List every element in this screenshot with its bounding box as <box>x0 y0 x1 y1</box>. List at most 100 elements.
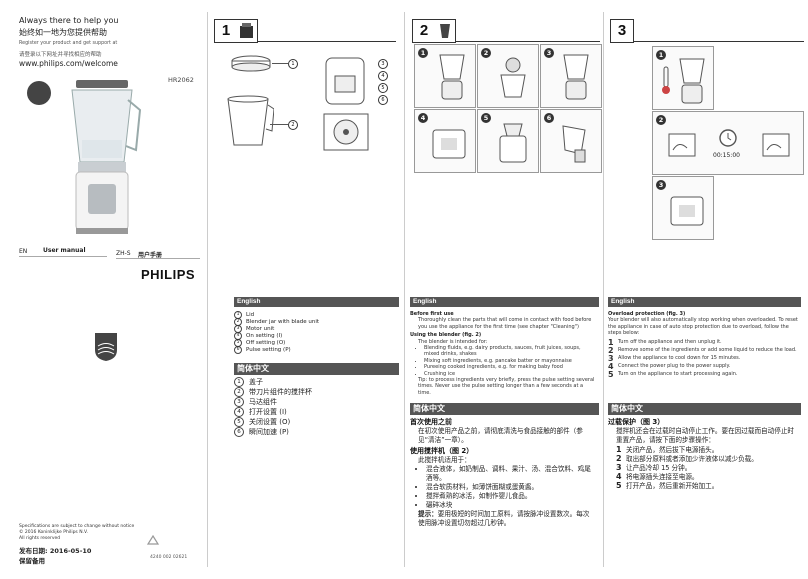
callout-6: 6 <box>378 95 388 105</box>
step-illustration <box>563 54 589 100</box>
callout-5: 5 <box>378 83 388 93</box>
step-number: 6 <box>544 113 554 123</box>
lang-tag-chinese: 简体中文 <box>234 363 399 375</box>
list-item: Crushing ice <box>424 371 596 377</box>
step-number: 3 <box>656 180 666 190</box>
register-en: Register your product and get support at <box>19 41 118 46</box>
step-illustration <box>432 129 466 159</box>
publish-date: 发布日期: 2016-05-10 <box>19 547 92 555</box>
leader-line <box>270 124 288 125</box>
divider <box>19 256 107 257</box>
plug-in-icon <box>762 133 790 157</box>
section-2-text-cn: 首次使用之前 在初次使用产品之前，请彻底清洗与食品接触的部件（参见“清洁”一章）… <box>410 418 596 528</box>
before-use-text: Thoroughly clean the parts that will com… <box>418 317 592 330</box>
section-2-text-en: Before first use Thoroughly clean the pa… <box>410 311 596 396</box>
using-title: Using the blender (fig. 2) <box>410 332 482 339</box>
tip-text-cn: 提示：要用极短的时间加工原料，请按脉冲设置数次。每次使用脉冲设置切勿超过几秒钟。 <box>418 510 590 527</box>
callout-4: 4 <box>378 71 388 81</box>
header-rule <box>258 41 396 42</box>
step-illustration <box>562 125 586 163</box>
tip-text: Tip: to process ingredients very briefly… <box>418 377 595 396</box>
step-illustration <box>670 196 704 226</box>
motor-unit-image <box>325 57 365 105</box>
alarm-clock-icon <box>719 129 737 147</box>
using-title-cn: 使用搅拌机（图 2） <box>410 447 474 455</box>
lang-tag-english: English <box>608 297 801 307</box>
section-2-badge: 2 <box>412 19 436 43</box>
lang-en-label: User manual <box>43 247 86 254</box>
section-1-badge: 1 <box>214 19 238 43</box>
document-code: 4240 002 02621 <box>150 555 188 560</box>
using-intro-cn: 此搅拌机适用于： <box>418 456 471 464</box>
step-illustration <box>500 57 526 98</box>
timer-readout: 00:15:00 <box>713 152 740 159</box>
step-panel: 4 <box>414 109 476 173</box>
lang-tag-chinese: 简体中文 <box>410 403 599 415</box>
lang-cn-code: ZH-S <box>116 250 131 257</box>
callout-3: 3 <box>378 59 388 69</box>
overload-title-cn: 过载保护（图 3） <box>608 418 665 426</box>
step-number: 2 <box>481 48 491 58</box>
section-1-header-bar <box>237 19 258 43</box>
step-panel: 2 00:15:00 <box>652 111 804 175</box>
list-item: Pureeing cooked ingredients, e.g. for ma… <box>424 364 596 370</box>
callout-1: 1 <box>288 59 298 69</box>
step-illustration <box>679 58 705 104</box>
header-rule <box>633 41 804 42</box>
blender-jar-image <box>227 95 274 146</box>
column-divider <box>207 12 208 567</box>
leader-line <box>272 63 288 64</box>
list-item: 混合软质材料，如薄饼面糊或蛋黄酱。 <box>426 483 596 492</box>
specs-notice: Specifications are subject to change wit… <box>19 524 135 541</box>
overload-title: Overload protection (fig. 3) <box>608 311 686 317</box>
list-item: Blending fluids, e.g. dairy products, sa… <box>424 345 596 358</box>
lid-image <box>231 55 271 72</box>
section-3-panel: 3 1 2 00:15:00 3 English Overload protec… <box>608 0 804 579</box>
before-use-title: Before first use <box>410 311 454 317</box>
step-number: 3 <box>544 48 554 58</box>
control-knob-image <box>323 113 369 151</box>
step-panel: 1 <box>652 46 714 110</box>
cover-panel: Always there to help you 始终如一地为您提供帮助 Reg… <box>0 0 205 579</box>
unplug-icon <box>668 133 696 157</box>
step-panel: 2 <box>477 44 539 108</box>
column-divider <box>404 12 405 567</box>
step-number: 2 <box>656 115 666 125</box>
recycle-icon <box>146 535 160 545</box>
step-illustration <box>439 54 465 100</box>
lang-tag-chinese: 简体中文 <box>608 403 801 415</box>
section-3-text-cn: 过载保护（图 3） 搅拌机还会在过载时自动停止工作。要在因过载而自动停止时重置产… <box>608 418 798 491</box>
column-divider <box>603 12 604 567</box>
step-number: 4 <box>418 113 428 123</box>
step-panel: 6 <box>540 109 602 173</box>
lang-tag-english: English <box>410 297 599 307</box>
brand-wordmark: PHILIPS <box>141 267 196 282</box>
lang-en-code: EN <box>19 248 28 255</box>
list-item: Mixing soft ingredients, e.g. pancake ba… <box>424 358 596 364</box>
lang-cn-label: 用户手册 <box>138 252 163 259</box>
model-number: HR2062 <box>168 76 194 84</box>
section-2-panel: 2 1 2 3 4 5 6 English Before first use T… <box>410 0 602 579</box>
divider <box>116 258 200 259</box>
support-url[interactable]: www.philips.com/welcome <box>19 59 118 68</box>
